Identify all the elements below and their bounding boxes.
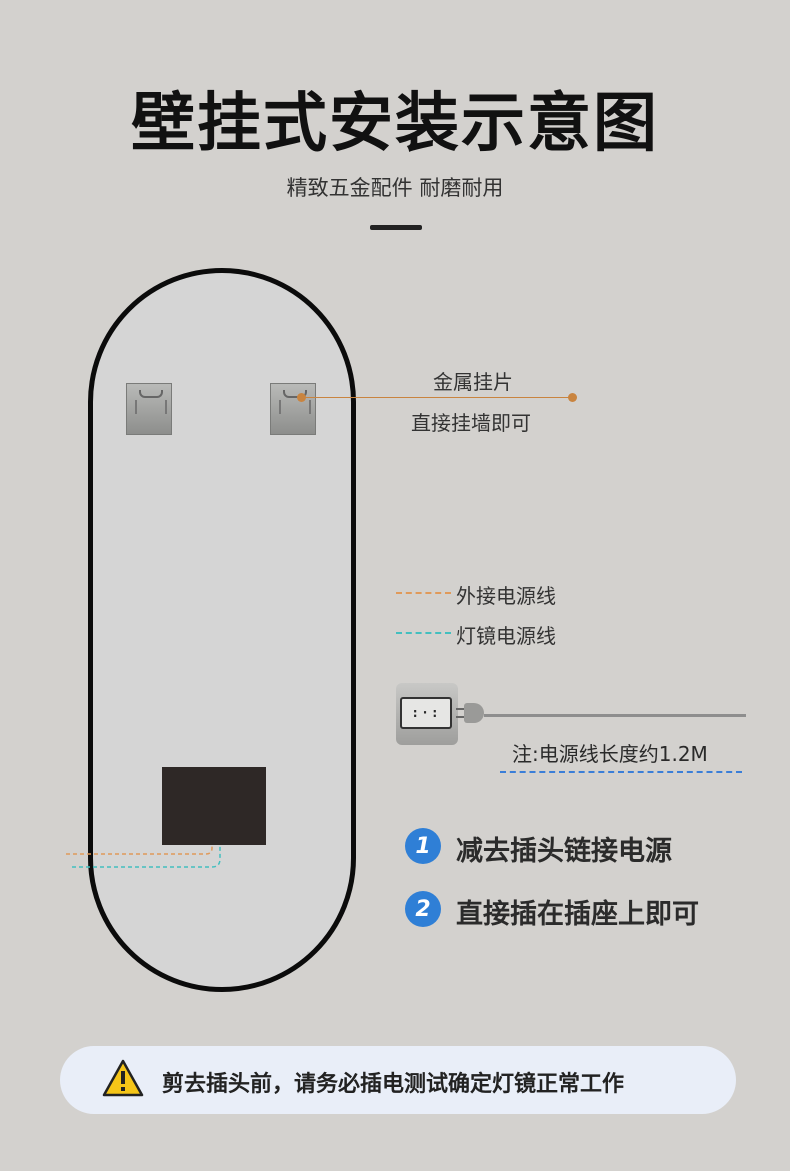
leader-dot-start bbox=[297, 393, 306, 402]
legend-mirror-label: 灯镜电源线 bbox=[456, 624, 556, 648]
wall-socket: :·: bbox=[396, 683, 458, 745]
leader-line bbox=[302, 397, 572, 398]
power-driver-box bbox=[162, 767, 266, 845]
mirror-cable-path bbox=[72, 844, 221, 868]
plug-prong-bottom bbox=[456, 716, 464, 718]
warning-triangle-icon bbox=[102, 1059, 144, 1097]
plug-prong-top bbox=[456, 708, 464, 710]
cable-length-note: 注:电源线长度约1.2M bbox=[512, 742, 708, 766]
legend-external-line bbox=[396, 592, 451, 594]
power-cord bbox=[484, 714, 746, 717]
legend-external-label: 外接电源线 bbox=[456, 584, 556, 608]
title-divider bbox=[370, 225, 422, 230]
warning-banner bbox=[60, 1046, 736, 1114]
step-2-text: 直接插在插座上即可 bbox=[456, 899, 699, 930]
external-cable-path bbox=[66, 844, 213, 855]
step-1-text: 减去插头链接电源 bbox=[456, 836, 672, 867]
step-2-badge: 2 bbox=[405, 891, 441, 927]
legend-mirror-line bbox=[396, 632, 451, 634]
metal-bracket-right bbox=[270, 383, 316, 435]
socket-face: :·: bbox=[400, 697, 452, 729]
plug-icon bbox=[464, 703, 484, 723]
step-1-badge: 1 bbox=[405, 828, 441, 864]
metal-bracket-left bbox=[126, 383, 172, 435]
bracket-label-title: 金属挂片 bbox=[433, 370, 513, 394]
warning-text: 剪去插头前，请务必插电测试确定灯镜正常工作 bbox=[162, 1072, 625, 1097]
note-underline bbox=[500, 771, 742, 773]
bracket-label-desc: 直接挂墙即可 bbox=[411, 411, 531, 435]
page-subtitle: 精致五金配件 耐磨耐用 bbox=[286, 176, 504, 200]
page-title: 壁挂式安装示意图 bbox=[131, 87, 659, 161]
leader-dot-end bbox=[568, 393, 577, 402]
